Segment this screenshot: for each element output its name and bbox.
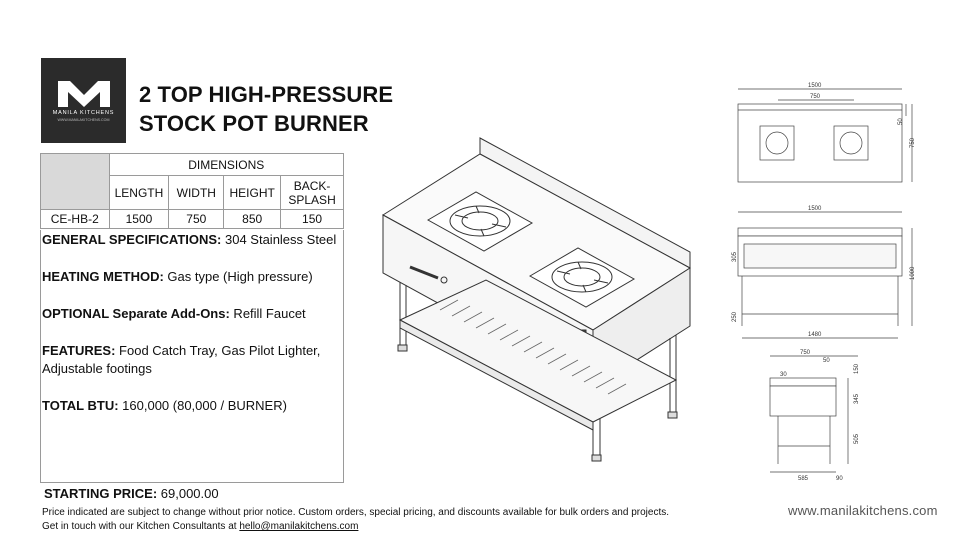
side-dim-90: 90 bbox=[836, 476, 843, 481]
top-dim-750-side: 750 bbox=[910, 137, 916, 148]
product-illustration bbox=[382, 137, 691, 462]
features-spec-label: FEATURES: bbox=[42, 343, 116, 358]
model-cell: CE-HB-2 bbox=[40, 209, 110, 229]
front-dim-1480: 1480 bbox=[808, 332, 822, 338]
addons-spec-value: Refill Faucet bbox=[229, 306, 306, 321]
btu-spec: TOTAL BTU: 160,000 (80,000 / BURNER) bbox=[42, 397, 341, 415]
product-title: 2 TOP HIGH-PRESSURE STOCK POT BURNER bbox=[139, 80, 393, 138]
side-dim-585: 585 bbox=[798, 476, 809, 481]
website-url: www.manilakitchens.com bbox=[788, 503, 938, 518]
features-spec-value: Food Catch Tray, Gas Pilot Lighter, Adju… bbox=[42, 343, 321, 376]
price-note: Price indicated are subject to change wi… bbox=[42, 506, 669, 534]
contact-email-link[interactable]: hello@manilakitchens.com bbox=[239, 521, 359, 532]
general-spec-label: GENERAL SPECIFICATIONS: bbox=[42, 232, 222, 247]
heating-spec-value: Gas type (High pressure) bbox=[163, 269, 313, 284]
features-spec: FEATURES: Food Catch Tray, Gas Pilot Lig… bbox=[42, 342, 341, 378]
side-dim-505: 505 bbox=[854, 433, 860, 444]
heating-spec: HEATING METHOD: Gas type (High pressure) bbox=[42, 268, 341, 286]
technical-drawings: 1500 750 50 750 1500 305 1000 250 1480 7… bbox=[732, 83, 916, 481]
logo-m-icon bbox=[57, 81, 110, 107]
length-cell: 1500 bbox=[108, 209, 170, 229]
note-line-1: Price indicated are subject to change wi… bbox=[42, 507, 669, 518]
backsplash-header: BACK- SPLASH bbox=[280, 175, 344, 210]
side-dim-750: 750 bbox=[800, 350, 811, 356]
brand-name: MANILA KITCHENS bbox=[52, 110, 115, 116]
brand-logo: MANILA KITCHENS WWW.MANILAKITCHENS.COM bbox=[41, 58, 126, 143]
top-view bbox=[737, 88, 913, 183]
side-view bbox=[769, 355, 858, 473]
heating-spec-label: HEATING METHOD: bbox=[42, 269, 164, 284]
front-dim-1500: 1500 bbox=[808, 206, 822, 212]
side-dim-30: 30 bbox=[780, 372, 787, 378]
top-dim-750: 750 bbox=[810, 94, 821, 100]
width-header: WIDTH bbox=[168, 175, 225, 210]
side-dim-345: 345 bbox=[854, 393, 860, 404]
backsplash-cell: 150 bbox=[280, 209, 344, 229]
btu-spec-label: TOTAL BTU: bbox=[42, 398, 119, 413]
dimensions-table: DIMENSIONS LENGTH WIDTH HEIGHT BACK- SPL… bbox=[40, 153, 344, 229]
price-value: 69,000.00 bbox=[157, 486, 219, 501]
width-cell: 750 bbox=[168, 209, 225, 229]
dimensions-header: DIMENSIONS bbox=[108, 153, 344, 176]
addons-spec: OPTIONAL Separate Add-Ons: Refill Faucet bbox=[42, 305, 341, 323]
title-line-1: 2 TOP HIGH-PRESSURE bbox=[139, 82, 394, 107]
note-line-2: Get in touch with our Kitchen Consultant… bbox=[42, 520, 669, 534]
model-header-cell bbox=[40, 153, 110, 210]
note-line-2-text: Get in touch with our Kitchen Consultant… bbox=[42, 521, 240, 532]
front-dim-1000: 1000 bbox=[910, 266, 916, 280]
side-dim-50: 50 bbox=[823, 358, 830, 364]
btu-spec-value: 160,000 (80,000 / BURNER) bbox=[118, 398, 287, 413]
brand-url: WWW.MANILAKITCHENS.COM bbox=[57, 118, 110, 122]
addons-spec-label: OPTIONAL Separate Add-Ons: bbox=[42, 306, 230, 321]
price-label: STARTING PRICE: bbox=[44, 486, 158, 501]
top-dim-50: 50 bbox=[898, 118, 904, 125]
backsplash-header-line2: SPLASH bbox=[288, 192, 336, 207]
side-dim-150: 150 bbox=[854, 363, 860, 374]
specifications-box: GENERAL SPECIFICATIONS: 304 Stainless St… bbox=[40, 230, 344, 483]
title-line-2: STOCK POT BURNER bbox=[139, 111, 369, 136]
starting-price: STARTING PRICE: 69,000.00 bbox=[44, 486, 219, 501]
top-dim-1500: 1500 bbox=[808, 83, 822, 89]
front-dim-250: 250 bbox=[732, 311, 738, 322]
general-spec: GENERAL SPECIFICATIONS: 304 Stainless St… bbox=[42, 231, 341, 249]
backsplash-header-line1: BACK- bbox=[293, 178, 331, 193]
length-header: LENGTH bbox=[108, 175, 170, 210]
front-dim-305: 305 bbox=[732, 251, 738, 262]
general-spec-value: 304 Stainless Steel bbox=[221, 232, 337, 247]
height-cell: 850 bbox=[223, 209, 282, 229]
height-header: HEIGHT bbox=[223, 175, 282, 210]
front-view bbox=[737, 211, 913, 339]
